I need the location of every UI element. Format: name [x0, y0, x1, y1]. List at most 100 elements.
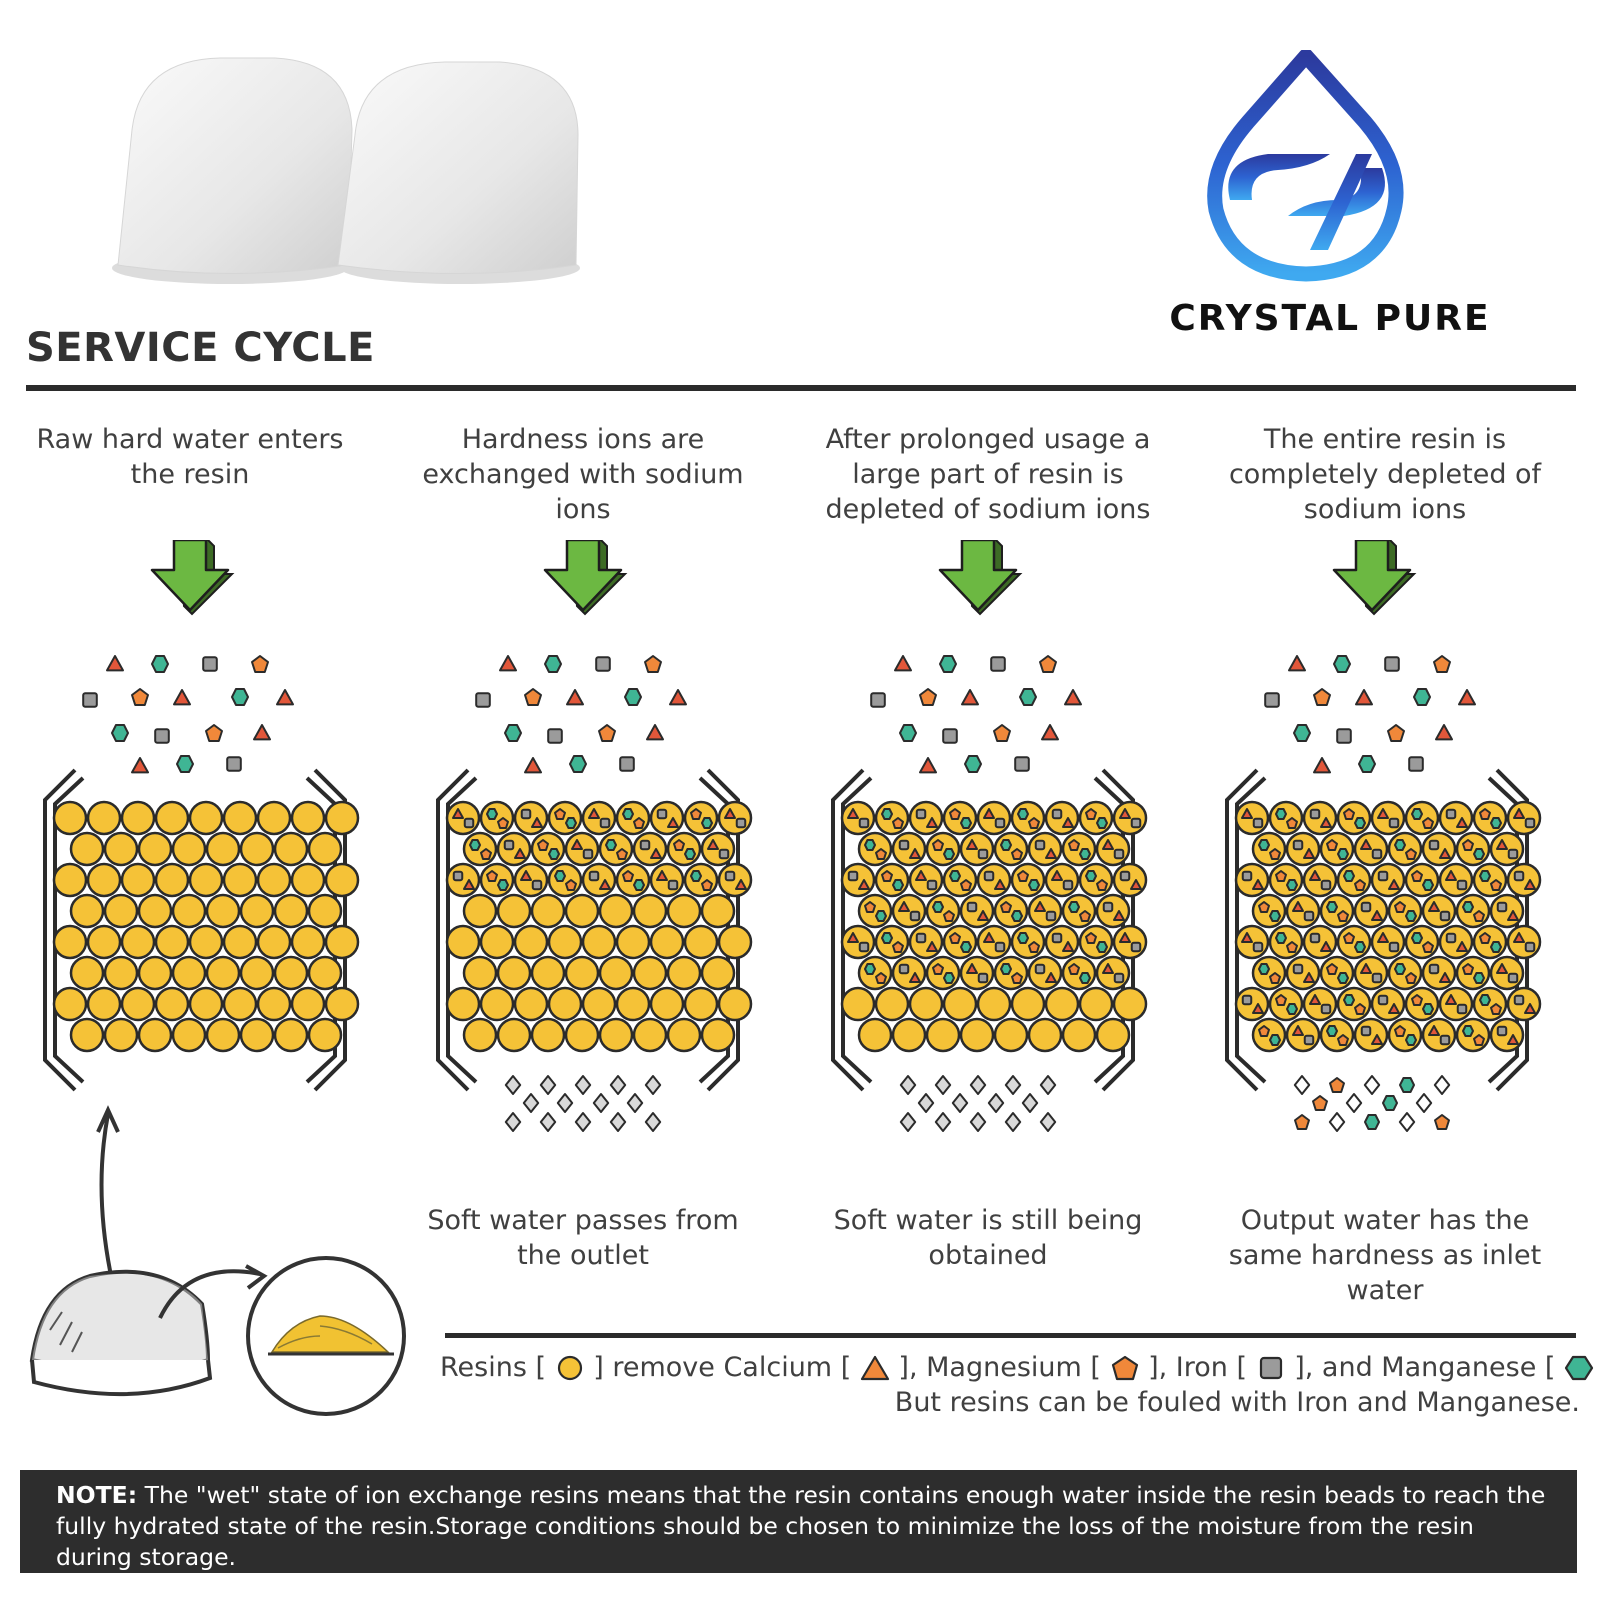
resin-bead [103, 955, 139, 991]
fouled-resin-bead [1506, 800, 1542, 836]
manganese-ion [1286, 1003, 1298, 1015]
fouled-resin-bead [717, 862, 753, 898]
resin-bead [205, 1017, 241, 1053]
fouled-resin-bead [1319, 831, 1355, 867]
resin-bead [547, 924, 583, 960]
fouled-resin-bead [976, 924, 1012, 960]
iron-ion [1292, 839, 1304, 851]
fouled-resin-bead [1489, 955, 1525, 991]
resin-bead [925, 1017, 961, 1053]
fouled-resin-bead [1472, 924, 1508, 960]
iron-ion [847, 870, 859, 882]
calcium-ion [1062, 941, 1074, 952]
iron-ion [1336, 728, 1352, 744]
manganese-ion [1490, 817, 1502, 829]
fouled-resin-bead [1010, 924, 1046, 960]
manganese-ion [864, 963, 876, 975]
note-bar [20, 1470, 1577, 1573]
iron-ion [1119, 870, 1131, 882]
fouled-resin-bead [925, 831, 961, 867]
sodium-ion [969, 1075, 987, 1095]
calcium-ion [983, 808, 995, 819]
resin-bead [205, 893, 241, 929]
calcium-ion [1119, 808, 1131, 819]
calcium-ion [1360, 963, 1372, 974]
iron-ion [1113, 848, 1125, 860]
magnesium-ion [565, 879, 577, 891]
calcium-ion [983, 932, 995, 943]
fouled-resin-bead [1302, 862, 1338, 898]
fouled-resin-bead [1472, 986, 1508, 1022]
calcium-ion [847, 932, 859, 943]
calcium-ion [994, 879, 1006, 890]
iron-ion [915, 808, 927, 820]
resin-bead [137, 955, 173, 991]
fouled-resin-bead [1353, 1017, 1389, 1053]
resin-bead [666, 1017, 702, 1053]
iron-ion [1371, 972, 1383, 984]
manganese-ion [622, 808, 634, 820]
magnesium-ion [919, 688, 937, 706]
fouled-resin-bead [976, 800, 1012, 836]
resin-bead [513, 924, 549, 960]
manganese-ion [875, 910, 887, 922]
magnesium-ion [1096, 879, 1108, 891]
resin-bead [324, 862, 360, 898]
sodium-ion [1039, 1075, 1057, 1095]
sodium-ion [504, 1075, 522, 1095]
fouled-resin-bead [1251, 893, 1287, 929]
fouled-resin-bead [1387, 955, 1423, 991]
resin-bead [188, 862, 224, 898]
iron-ion [898, 963, 910, 975]
magnesium-ion [1079, 910, 1091, 922]
manganese-ion [569, 755, 587, 773]
title-divider [26, 385, 1576, 391]
calcium-ion [1309, 994, 1321, 1005]
fouled-resin-bead [1234, 862, 1270, 898]
iron-ion [1360, 1025, 1372, 1037]
magnesium-ion [1490, 1003, 1502, 1015]
manganese-ion [939, 655, 957, 673]
fouled-resin-bead [479, 862, 515, 898]
fouled-resin-bead [959, 893, 995, 929]
resin-bead [103, 893, 139, 929]
resin-bead [290, 862, 326, 898]
manganese-ion [633, 879, 645, 891]
resin-bead [1044, 986, 1080, 1022]
magnesium-ion [993, 724, 1011, 742]
fouled-resin-bead [840, 924, 876, 960]
magnesium-ion [554, 808, 566, 820]
calcium-ion [977, 910, 989, 921]
iron-ion [1408, 756, 1424, 772]
manganese-ion [151, 655, 169, 673]
calcium-ion [1102, 963, 1114, 974]
calcium-ion [650, 848, 662, 859]
magnesium-ion [875, 848, 887, 860]
magnesium-ion [892, 817, 904, 829]
manganese-ion [1326, 901, 1338, 913]
iron-ion [595, 656, 611, 672]
container-left-wall [831, 768, 865, 1092]
manganese-ion [1085, 870, 1097, 882]
manganese-ion [701, 817, 713, 829]
fouled-resin-bead [683, 862, 719, 898]
sodium-ion [917, 1093, 935, 1113]
iron-ion [1241, 994, 1253, 1006]
calcium-ion [1288, 655, 1306, 672]
resin-bead [256, 924, 292, 960]
calcium-ion [667, 817, 679, 828]
calcium-ion [1377, 932, 1389, 943]
fouled-resin-bead [1404, 800, 1440, 836]
resin-bead [683, 924, 719, 960]
fouled-resin-bead [1438, 986, 1474, 1022]
resin-bead [256, 800, 292, 836]
iron-ion [520, 808, 532, 820]
manganese-ion [864, 839, 876, 851]
resin-bead [290, 800, 326, 836]
manganese-ion [1258, 963, 1270, 975]
iron-ion [1428, 839, 1440, 851]
resin-bead [564, 955, 600, 991]
fouled-resin-bead [1506, 862, 1542, 898]
calcium-ion [499, 655, 517, 672]
stage-2-result: Soft water passes from the outlet [427, 1205, 739, 1271]
